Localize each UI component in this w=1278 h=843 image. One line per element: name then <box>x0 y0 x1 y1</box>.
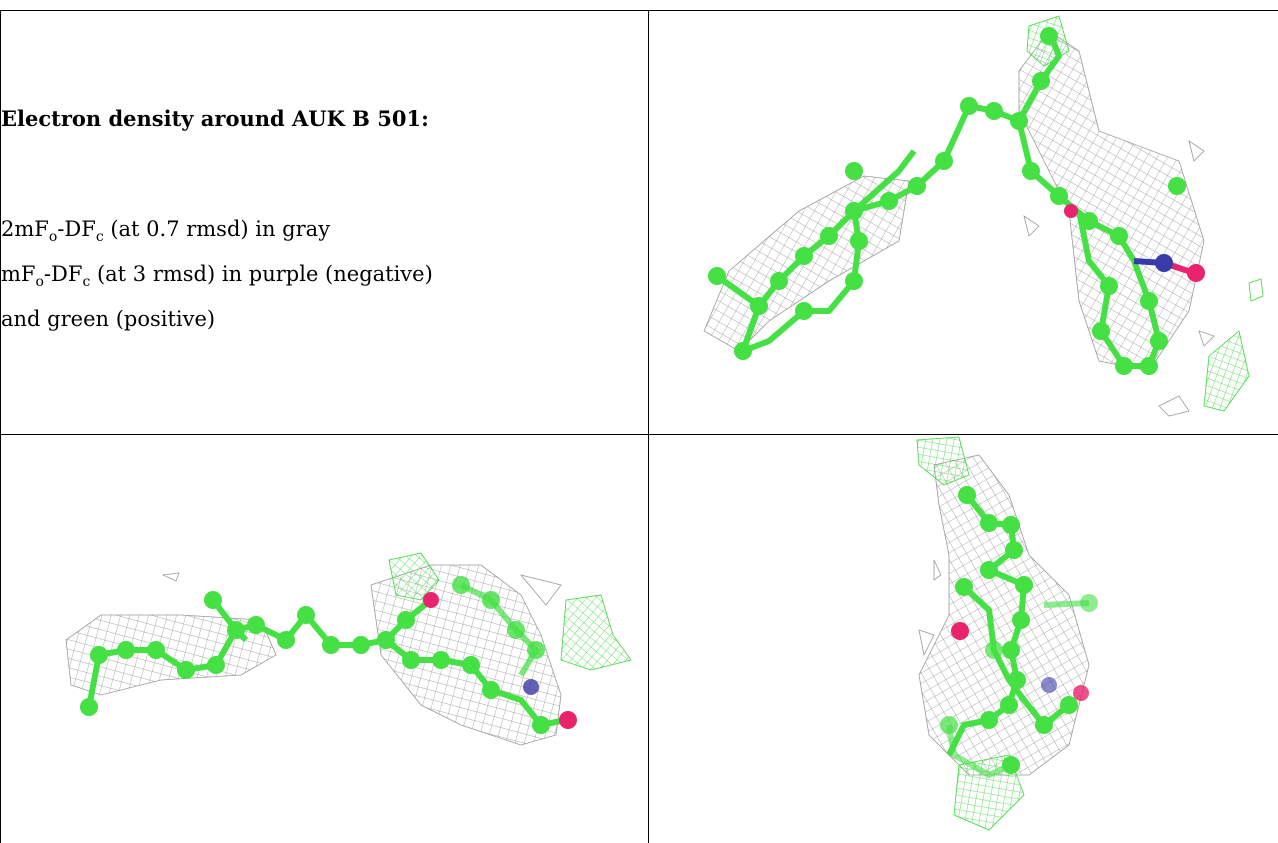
oxygen-atom <box>1064 204 1078 218</box>
density-view-2 <box>1 435 648 843</box>
gray-density-fragment <box>161 572 562 606</box>
table-divider-horizontal <box>0 434 1278 435</box>
caption-line-fo-dfc: mFo-DFc (at 3 rmsd) in purple (negative) <box>1 262 433 291</box>
gray-density-fragment <box>1023 140 1215 417</box>
density-view-3-svg <box>916 436 1098 831</box>
density-view-1 <box>649 11 1278 434</box>
gray-density-mesh <box>918 454 1090 776</box>
density-view-3 <box>649 435 1278 843</box>
caption-line-colors: and green (positive) <box>1 307 216 332</box>
green-density-mesh <box>388 552 440 601</box>
table-border-top <box>0 10 1278 11</box>
ligand-bonds <box>946 724 1013 778</box>
caption-cell: Electron density around AUK B 501: 2mFo-… <box>1 11 648 434</box>
nitrogen-atom <box>1155 254 1173 272</box>
green-density-mesh <box>560 594 632 671</box>
caption-line-2fo-dfc: 2mFo-DFc (at 0.7 rmsd) in gray <box>1 217 331 246</box>
green-density-mesh <box>953 754 1025 831</box>
oxygen-atom <box>1073 685 1089 701</box>
table-divider-vertical <box>648 10 649 843</box>
green-density-mesh <box>1248 278 1264 302</box>
nitrogen-atom <box>1041 677 1057 693</box>
carbon-atoms <box>80 576 550 734</box>
nitrogen-atom <box>523 679 539 695</box>
oxygen-atom <box>559 711 577 729</box>
oxygen-atom <box>1187 264 1205 282</box>
gray-density-mesh <box>1018 30 1205 372</box>
density-view-1-svg <box>703 15 1264 417</box>
carbon-atoms <box>940 486 1098 774</box>
gray-density-mesh <box>65 614 277 696</box>
carbon-atoms <box>708 27 1186 375</box>
green-density-mesh <box>916 436 970 486</box>
ligand-bonds <box>715 149 917 354</box>
green-density-mesh <box>1203 330 1250 412</box>
caption-title: Electron density around AUK B 501: <box>1 106 429 131</box>
gray-density-fragment <box>918 559 942 657</box>
oxygen-atom <box>423 592 439 608</box>
caption-description: 2mFo-DFc (at 0.7 rmsd) in gray mFo-DFc (… <box>1 211 648 338</box>
oxygen-atom <box>951 622 969 640</box>
table-border-left <box>0 10 1 843</box>
density-view-2-svg <box>65 552 632 746</box>
